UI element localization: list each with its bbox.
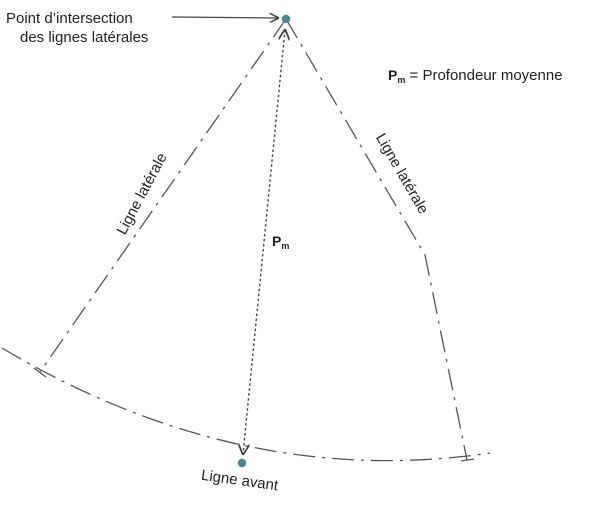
intersection-pointer-arrow xyxy=(171,17,278,18)
intersection-label-line2: des lignes latérales xyxy=(20,29,148,46)
mean-depth-symbol: P xyxy=(272,233,281,249)
right-lateral-line xyxy=(285,18,468,461)
mean-depth-arrow xyxy=(243,30,285,454)
right-lateral-label: Ligne latérale xyxy=(372,130,432,217)
front-line-label: Ligne avant xyxy=(200,467,280,495)
left-lateral-line xyxy=(39,18,287,373)
legend: Pm = Profondeur moyenne xyxy=(388,67,563,85)
mean-depth-subscript: m xyxy=(281,241,289,251)
intersection-label-line1: Point d’intersection xyxy=(6,10,133,27)
front-line-midpoint xyxy=(237,458,247,468)
legend-text: = Profondeur moyenne xyxy=(405,67,562,84)
legend-symbol: P xyxy=(388,67,397,83)
intersection-point xyxy=(281,14,291,24)
front-line-arc xyxy=(1,347,491,462)
legend-subscript: m xyxy=(397,75,405,85)
mean-depth-label: Pm xyxy=(272,233,289,251)
right-lateral-end-tick xyxy=(460,458,475,462)
left-lateral-end-tick xyxy=(33,367,47,378)
